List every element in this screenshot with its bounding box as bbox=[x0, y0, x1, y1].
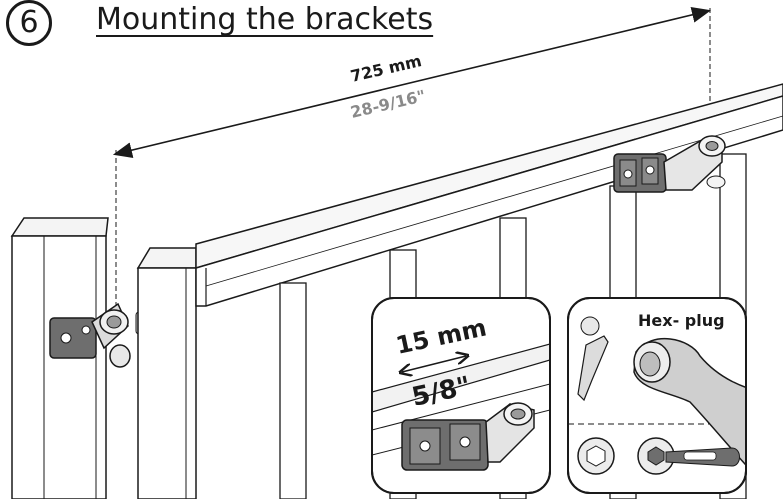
step-number: 6 bbox=[19, 5, 39, 40]
detail-panel-hex-plug bbox=[567, 297, 747, 494]
left-post bbox=[10, 217, 109, 499]
dimension-line bbox=[112, 6, 712, 330]
gate-post bbox=[136, 247, 197, 499]
step-number-badge: 6 bbox=[6, 0, 56, 48]
dimension-imperial: 28-9/16" bbox=[349, 86, 428, 122]
top-rail bbox=[195, 83, 783, 307]
dimension-metric: 725 mm bbox=[349, 51, 424, 86]
hex-plug-label: Hex- plug bbox=[638, 311, 725, 330]
step-number-circle bbox=[6, 0, 52, 46]
detail-panel-spacing bbox=[371, 297, 551, 494]
rail-bracket bbox=[613, 135, 726, 193]
